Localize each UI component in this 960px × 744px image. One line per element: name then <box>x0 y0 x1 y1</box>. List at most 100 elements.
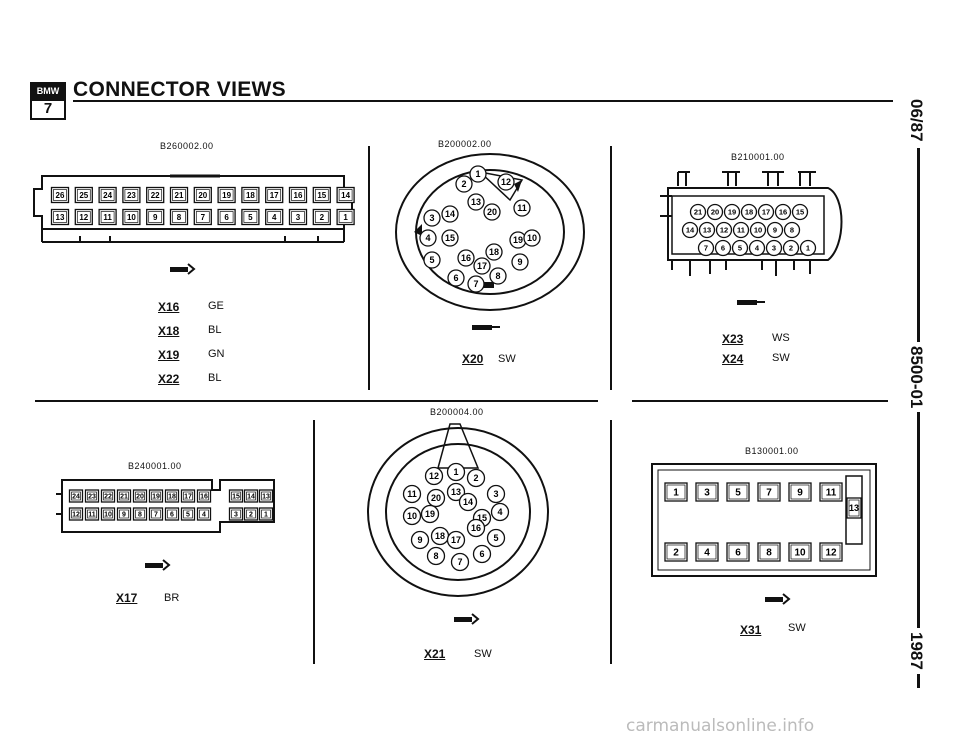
svg-text:6: 6 <box>170 511 174 518</box>
p5-pin-4: 4 <box>490 502 510 522</box>
p4-pin-7: 7 <box>148 507 164 521</box>
p3-legend: X23 WS X24 SW <box>722 332 842 372</box>
divider-v1 <box>368 146 370 390</box>
p3-pin-11: 11 <box>732 221 750 239</box>
p1-pin-15: 15 <box>312 186 331 204</box>
p5-pin-14: 14 <box>458 492 478 512</box>
p1-pin-6: 6 <box>217 208 236 226</box>
svg-text:20: 20 <box>711 208 719 217</box>
p1-legend: X16 GE X18 BL X19 GN X22 BL <box>158 300 288 396</box>
p2-pin-11: 11 <box>513 199 531 217</box>
svg-text:7: 7 <box>154 511 158 518</box>
bmw-7-logo: BMW 7 <box>30 82 66 120</box>
p2-pin-4: 4 <box>419 229 437 247</box>
p6-code: B130001.00 <box>745 446 799 456</box>
p3-pin-8: 8 <box>783 221 801 239</box>
svg-text:19: 19 <box>152 493 160 500</box>
svg-text:2: 2 <box>673 548 679 559</box>
svg-text:16: 16 <box>779 208 787 217</box>
p1-pin-20: 20 <box>193 186 212 204</box>
p1-pin-10: 10 <box>122 208 141 226</box>
p2-pin-16: 16 <box>457 249 475 267</box>
p1-pin-14: 14 <box>336 186 355 204</box>
svg-text:9: 9 <box>417 535 422 545</box>
p4-pin-12: 12 <box>68 507 84 521</box>
p6-label: X31 <box>740 623 762 637</box>
svg-text:19: 19 <box>728 208 736 217</box>
p5-pin-5: 5 <box>486 528 506 548</box>
p3-pin-13: 13 <box>698 221 716 239</box>
side-doc-number: 8500-01 <box>906 342 926 413</box>
p1-label-4: X22 <box>158 372 180 386</box>
p4-pin-1: 1 <box>258 507 274 521</box>
p4-plug-symbol <box>145 559 171 571</box>
p2-pin-18: 18 <box>485 243 503 261</box>
p3-pin-14: 14 <box>681 221 699 239</box>
svg-text:4: 4 <box>704 548 710 559</box>
p3-pin-19: 19 <box>723 203 741 221</box>
p2-pin-17: 17 <box>473 257 491 275</box>
svg-text:1: 1 <box>453 467 458 477</box>
side-date: 06/87 <box>906 96 926 145</box>
svg-text:11: 11 <box>826 488 837 499</box>
p5-pin-11: 11 <box>402 484 422 504</box>
p3-pin-21: 21 <box>689 203 707 221</box>
p1-color-3: GN <box>208 348 225 360</box>
p1-pin-25: 25 <box>74 186 93 204</box>
svg-text:18: 18 <box>435 531 445 541</box>
p6-pin-10: 10 <box>788 542 812 562</box>
p1-label-1: X16 <box>158 300 180 314</box>
p5-pin-17: 17 <box>446 530 466 550</box>
svg-text:21: 21 <box>175 191 184 200</box>
p1-pin-3: 3 <box>288 208 308 226</box>
p3-pin-20: 20 <box>706 203 724 221</box>
p2-pin-5: 5 <box>423 251 441 269</box>
p4-pin-13: 13 <box>258 489 274 503</box>
svg-text:13: 13 <box>451 487 461 497</box>
svg-text:4: 4 <box>272 213 277 222</box>
p1-color-2: BL <box>208 324 222 336</box>
p3-pin-17: 17 <box>757 203 775 221</box>
header-rule <box>73 100 893 102</box>
svg-text:17: 17 <box>477 261 487 271</box>
svg-text:1: 1 <box>806 244 810 253</box>
divider-h-right <box>632 400 888 402</box>
p6-pin-8: 8 <box>757 542 781 562</box>
p5-label: X21 <box>424 647 446 661</box>
p3-pin-5: 5 <box>731 239 749 257</box>
svg-text:14: 14 <box>686 226 695 235</box>
svg-text:6: 6 <box>453 273 458 283</box>
svg-text:1: 1 <box>673 488 679 499</box>
p5-pin-18: 18 <box>430 526 450 546</box>
svg-text:3: 3 <box>704 488 710 499</box>
p1-pin-26: 26 <box>50 186 70 204</box>
svg-text:2: 2 <box>249 511 253 518</box>
p1-label-2: X18 <box>158 324 180 338</box>
p3-pin-6: 6 <box>714 239 732 257</box>
p6-pin-3: 3 <box>695 482 719 502</box>
p6-pin-9: 9 <box>788 482 812 502</box>
svg-text:7: 7 <box>766 488 772 499</box>
svg-text:14: 14 <box>341 191 350 200</box>
svg-text:13: 13 <box>703 226 711 235</box>
svg-text:13: 13 <box>471 197 481 207</box>
svg-text:18: 18 <box>489 247 499 257</box>
p5-pin-13: 13 <box>446 482 466 502</box>
p2-code: B200002.00 <box>438 139 492 149</box>
p4-color: BR <box>164 592 180 604</box>
p1-pin-17: 17 <box>265 186 284 204</box>
p3-pin-16: 16 <box>774 203 792 221</box>
svg-text:13: 13 <box>56 213 65 222</box>
p4-pin-19: 19 <box>148 489 164 503</box>
svg-text:6: 6 <box>721 244 725 253</box>
p3-pin-4: 4 <box>748 239 766 257</box>
svg-text:2: 2 <box>789 244 793 253</box>
svg-text:8: 8 <box>790 226 794 235</box>
p4-code: B240001.00 <box>128 461 182 471</box>
p4-pin-4: 4 <box>196 507 212 521</box>
p4-label: X17 <box>116 591 138 605</box>
svg-text:4: 4 <box>425 233 430 243</box>
svg-text:13: 13 <box>849 503 859 513</box>
p1-pin-13: 13 <box>50 208 70 226</box>
p4-pin-8: 8 <box>132 507 148 521</box>
